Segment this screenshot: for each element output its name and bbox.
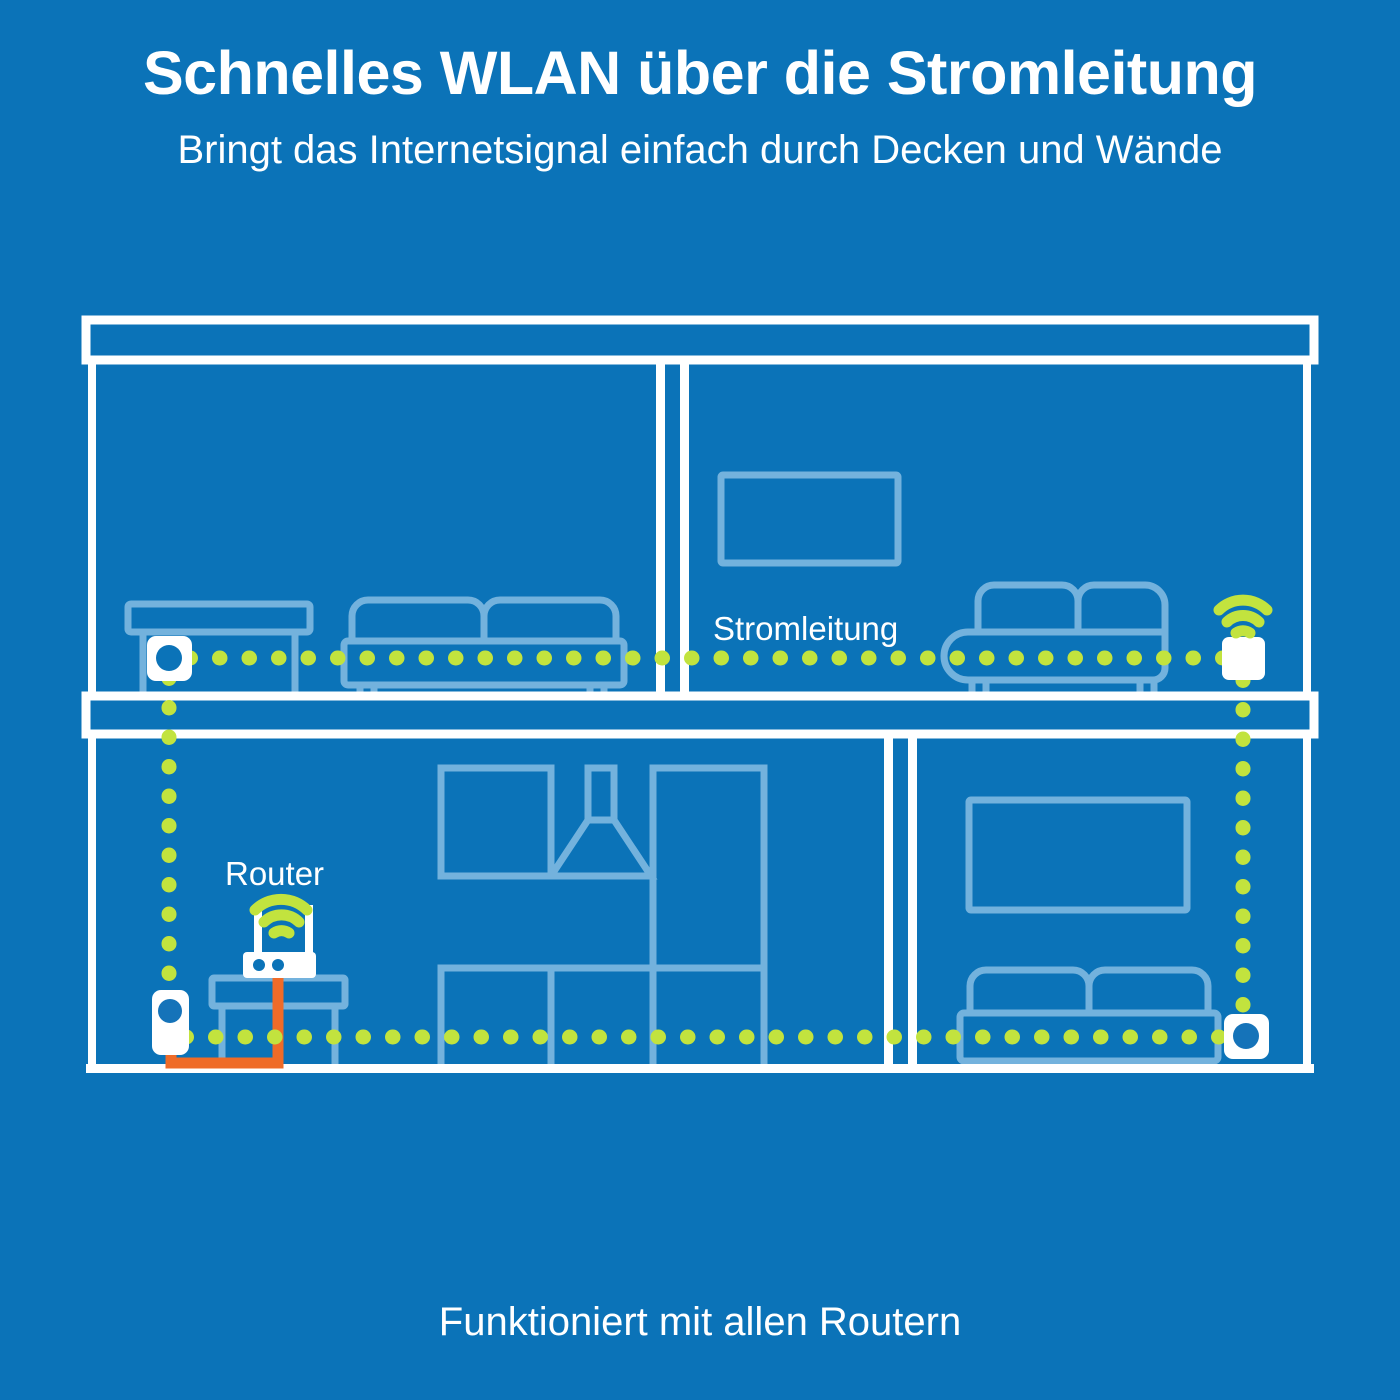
router-led-1	[253, 959, 265, 971]
wifi-router[interactable]	[243, 905, 316, 978]
range-hood	[544, 764, 658, 880]
house-structure	[81, 315, 1319, 1073]
wifi-waves-icon-router	[249, 893, 313, 939]
powerline-label: Stromleitung	[713, 610, 899, 647]
kitchen-upper-cabinet	[437, 764, 555, 880]
power-socket-icon	[1233, 1023, 1259, 1049]
sofa-lower-right	[956, 966, 1222, 1072]
wall-lower-interior-b	[908, 734, 917, 1068]
kitchen-lower-cabinet-2	[547, 964, 657, 1072]
kitchen-lower-cabinet-3	[649, 964, 768, 1072]
wall-lower-right-exterior	[1303, 734, 1311, 1068]
router-led-2	[272, 959, 284, 971]
floor-middle	[81, 691, 1319, 739]
table-upper-left	[124, 600, 314, 697]
router-antenna-left	[254, 905, 262, 953]
adapter-lower-left[interactable]	[152, 990, 189, 1055]
adapter-upper-right[interactable]	[1222, 637, 1265, 680]
floor-ground	[86, 1064, 1314, 1073]
tall-cabinet	[649, 764, 768, 972]
adapter-upper-left[interactable]	[147, 636, 192, 681]
power-socket-icon	[156, 645, 182, 671]
wifi-waves-icon-upper-right	[1213, 594, 1273, 639]
sofa-upper-left	[340, 596, 628, 700]
router-label: Router	[225, 855, 325, 892]
wall-upper-interior-b	[680, 360, 689, 696]
adapter-lower-right[interactable]	[1224, 1014, 1269, 1059]
powerline-signal-paths	[161, 650, 1251, 1045]
furniture-layer	[124, 471, 1222, 1072]
page-title: Schnelles WLAN über die Stromleitung	[142, 39, 1258, 107]
tv-upper-right	[717, 471, 902, 567]
footer-caption: Funktioniert mit allen Routern	[438, 1300, 962, 1344]
kitchen-lower-cabinet-1	[437, 964, 555, 1072]
roof	[81, 315, 1319, 365]
router-antenna-right	[305, 905, 313, 953]
page-subtitle: Bringt das Internetsignal einfach durch …	[177, 128, 1223, 172]
sofa-upper-right	[940, 581, 1169, 700]
wall-lower-interior-a	[884, 734, 893, 1068]
ethernet-cable	[165, 952, 284, 1069]
wall-upper-right-exterior	[1303, 360, 1311, 696]
power-socket-icon	[158, 999, 182, 1023]
tv-lower-right	[965, 796, 1191, 914]
wall-upper-left-exterior	[88, 360, 96, 696]
wall-upper-interior-a	[656, 360, 665, 696]
wall-lower-left-exterior	[88, 734, 96, 1068]
